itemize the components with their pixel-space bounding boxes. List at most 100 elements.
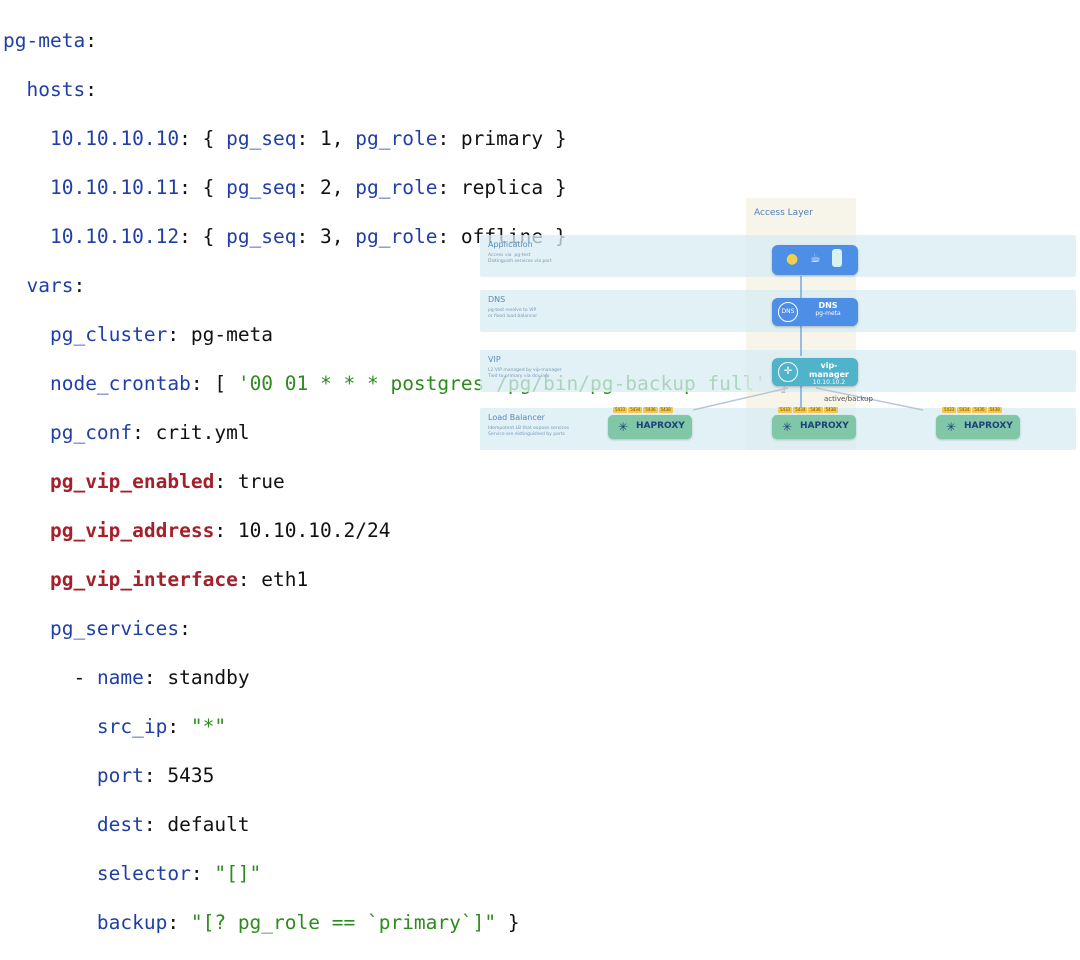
yaml-value: : [: [190, 371, 238, 395]
port-badge: 5436: [972, 407, 987, 413]
yaml-key: pg_role: [355, 126, 438, 150]
yaml-value: :: [85, 77, 97, 101]
yaml-key-highlight: pg_vip_interface: [49, 567, 238, 591]
code-line-10: pg_vip_enabled: true: [3, 470, 790, 495]
yaml-value: primary }: [449, 126, 567, 150]
python-icon: ●: [786, 251, 799, 267]
dns-node-label: DNS pg-meta: [802, 301, 854, 317]
host-ip: 10.10.10.10: [49, 126, 180, 150]
dns-node-title: DNS: [818, 301, 838, 310]
port-badge: 5438: [658, 407, 673, 413]
code-line-12: pg_vip_interface: eth1: [3, 568, 790, 593]
architecture-diagram: Access Layer Application Access via pg-t…: [478, 198, 1080, 450]
yaml-value: : 5435: [143, 763, 215, 787]
port-badge: 5433: [613, 407, 628, 413]
yaml-string: "[? pg_role == `primary`]": [190, 910, 497, 934]
yaml-value: : crit.yml: [132, 420, 250, 444]
yaml-key: name: [96, 665, 144, 689]
code-line-1: pg-meta:: [3, 29, 790, 54]
haproxy-icon: ✳: [945, 420, 957, 434]
code-line-17: dest: default: [3, 813, 790, 838]
yaml-key: pg_cluster: [49, 322, 168, 346]
yaml-value: : 10.10.10.2/24: [214, 518, 391, 542]
yaml-value: : pg-meta: [167, 322, 274, 346]
application-node: ● ☕: [772, 245, 858, 275]
haproxy-node-2: ✳ HAPROXY: [772, 415, 856, 439]
layer-description: L2 VIP managed by vip-manager Tied to pr…: [488, 368, 562, 379]
vip-node-subtitle: 10.10.10.2: [812, 379, 846, 386]
code-line-2: hosts:: [3, 78, 790, 103]
yaml-value: :: [167, 714, 191, 738]
yaml-key: selector: [96, 861, 191, 885]
yaml-key: pg_seq: [226, 126, 297, 150]
port-badge: 5433: [778, 407, 793, 413]
yaml-value: : standby: [143, 665, 250, 689]
code-line-18: selector: "[]": [3, 862, 790, 887]
haproxy-ports: 5433 5434 5436 5438: [613, 407, 673, 413]
yaml-key: pg_conf: [49, 420, 133, 444]
code-line-19: backup: "[? pg_role == `primary`]" }: [3, 911, 790, 936]
yaml-value: 3,: [308, 224, 356, 248]
list-dash: -: [73, 665, 97, 689]
code-line-15: src_ip: "*": [3, 715, 790, 740]
vip-node-title: vip-manager: [809, 361, 849, 379]
code-line-7: pg_cluster: pg-meta: [3, 323, 790, 348]
code-line-16: port: 5435: [3, 764, 790, 789]
code-line-3: 10.10.10.10: { pg_seq: 1, pg_role: prima…: [49, 126, 567, 150]
yaml-key: node_crontab: [49, 371, 191, 395]
port-badge: 5433: [942, 407, 957, 413]
haproxy-label: HAPROXY: [800, 421, 849, 431]
yaml-config: pg-meta: hosts: 10.10.10.10: { pg_seq: 1…: [3, 4, 790, 960]
yaml-value: :: [85, 28, 97, 52]
port-badge: 5434: [628, 407, 643, 413]
yaml-key: pg-meta: [3, 28, 86, 52]
yaml-key: hosts: [26, 77, 86, 101]
code-line-11: pg_vip_address: 10.10.10.2/24: [3, 519, 790, 544]
dns-icon: DNS: [778, 302, 798, 322]
yaml-value: : default: [143, 812, 250, 836]
code-line-14: - name: standby: [3, 666, 790, 691]
yaml-string: "[]": [214, 861, 262, 885]
port-badge: 5438: [823, 407, 838, 413]
layer-title: Load Balancer: [488, 413, 545, 422]
haproxy-icon: ✳: [781, 420, 793, 434]
yaml-key-highlight: pg_vip_address: [49, 518, 215, 542]
code-line-4: 10.10.10.11: { pg_seq: 2, pg_role: repli…: [49, 175, 567, 199]
yaml-key: vars: [26, 273, 74, 297]
port-badge: 5438: [987, 407, 1002, 413]
code-line-6: vars:: [3, 274, 790, 299]
vip-manager-node: ✛ vip-manager 10.10.10.2: [772, 358, 858, 386]
host-ip: 10.10.10.12: [49, 224, 180, 248]
access-layer-title: Access Layer: [754, 208, 813, 218]
yaml-key: pg_role: [355, 224, 438, 248]
haproxy-label: HAPROXY: [964, 421, 1013, 431]
network-router-icon: ✛: [778, 362, 798, 382]
yaml-value: :: [73, 273, 86, 297]
layer-description: Access via pg-test Distinguish services …: [488, 253, 552, 264]
yaml-value: :: [190, 861, 215, 885]
vip-node-label: vip-manager 10.10.10.2: [802, 361, 856, 386]
yaml-key: pg_role: [355, 175, 438, 199]
layer-title: DNS: [488, 295, 506, 304]
yaml-key: pg_services: [49, 616, 180, 640]
haproxy-icon: ✳: [617, 420, 629, 434]
layer-title: Application: [488, 240, 533, 249]
yaml-key: backup: [96, 910, 168, 934]
yaml-value: : eth1: [237, 567, 309, 591]
haproxy-ports: 5433 5434 5436 5438: [942, 407, 1002, 413]
yaml-key: src_ip: [96, 714, 168, 738]
layer-title: VIP: [488, 355, 501, 364]
haproxy-node-1: ✳ HAPROXY: [608, 415, 692, 439]
connector-lines: [692, 276, 924, 411]
dns-node-subtitle: pg-meta: [815, 310, 841, 317]
yaml-key-highlight: pg_vip_enabled: [49, 469, 215, 493]
yaml-value: 2,: [308, 175, 356, 199]
code-line-13: pg_services:: [3, 617, 790, 642]
yaml-value: }: [496, 910, 520, 934]
host-ip: 10.10.10.11: [49, 175, 180, 199]
database-icon: [832, 249, 842, 267]
code-line-9: pg_conf: crit.yml: [3, 421, 790, 446]
layer-description: pg-test resolve to VIP or fixed load bal…: [488, 308, 538, 319]
yaml-value: :: [167, 910, 191, 934]
yaml-key: dest: [96, 812, 144, 836]
